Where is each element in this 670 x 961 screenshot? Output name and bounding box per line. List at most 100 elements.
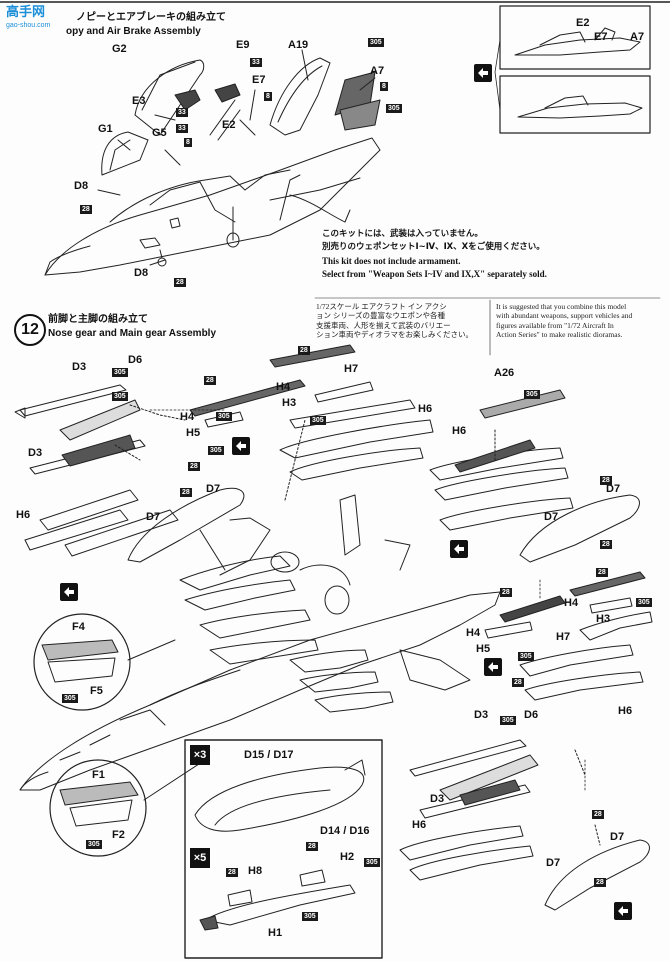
parts-count-badge: 305 xyxy=(386,104,402,113)
part-label: E2 xyxy=(222,119,236,131)
site-logo-sub: gao-shou.com xyxy=(6,22,51,29)
diorama-note-jp-line: ョン シリーズの豊富なウエポンや各種 xyxy=(316,311,445,321)
part-label: D3 xyxy=(430,793,445,805)
part-label: D14 / D16 xyxy=(320,825,370,837)
inset-side-views xyxy=(514,27,643,119)
parts-count-badge: 305 xyxy=(216,412,232,421)
diorama-note-en-line: figures available from "1/72 Aircraft In xyxy=(496,320,614,330)
note-en-2: Select from "Weapon Sets I~IV and IX,X" … xyxy=(322,269,547,279)
parts-count-badge: 8 xyxy=(264,92,272,101)
part-label: H5 xyxy=(186,427,201,439)
part-label: H4 xyxy=(466,627,481,639)
right-lower-weapons-drawing xyxy=(399,739,650,911)
part-label: F5 xyxy=(90,685,103,697)
quantity-x3-badge: ×3 xyxy=(190,745,210,765)
parts-count-badge: 305 xyxy=(310,416,326,425)
part-label: D7 xyxy=(544,511,559,523)
parts-count-badge: 33 xyxy=(176,108,188,117)
parts-count-badge: 28 xyxy=(594,878,606,887)
part-label: A19 xyxy=(288,39,309,51)
part-label: E9 xyxy=(236,39,250,51)
part-label: H4 xyxy=(564,597,579,609)
part-label: H2 xyxy=(340,851,355,863)
part-label: A7 xyxy=(370,65,385,77)
upper-fuselage-drawing xyxy=(44,49,381,276)
quantity-x5-badge: ×5 xyxy=(190,848,210,868)
diorama-note-jp: 1/72スケール エアクラフト イン アクシ ョン シリーズの豊富なウエポンや各… xyxy=(316,302,491,340)
part-label: G2 xyxy=(112,43,127,55)
parts-count-badge: 33 xyxy=(176,124,188,133)
lower-fuselage-drawing xyxy=(19,494,501,791)
step-number-12: 12 xyxy=(14,314,46,346)
parts-count-badge: 28 xyxy=(226,868,238,877)
part-label: H1 xyxy=(268,927,283,939)
part-label: F2 xyxy=(112,829,125,841)
diorama-note-jp-line: 1/72スケール エアクラフト イン アクシ xyxy=(316,302,447,311)
parts-count-badge: 305 xyxy=(500,716,516,725)
diorama-note-jp-line: 支援車両、人形を揃えて武装のバリエー xyxy=(316,320,451,330)
part-label: D15 / D17 xyxy=(244,749,294,761)
left-weapons-drawing xyxy=(14,384,245,571)
part-label: H6 xyxy=(16,509,31,521)
parts-count-badge: 8 xyxy=(184,138,192,147)
part-label: D6 xyxy=(524,709,539,721)
part-label: H4 xyxy=(276,381,291,393)
part-label: H6 xyxy=(418,403,433,415)
parts-count-badge: 305 xyxy=(112,368,128,377)
part-label: D7 xyxy=(606,483,621,495)
tank-and-pylon-drawing xyxy=(194,759,366,931)
parts-count-badge: 28 xyxy=(500,588,512,597)
site-logo: 高手网 xyxy=(6,5,46,20)
part-label: D6 xyxy=(128,354,143,366)
part-label: D8 xyxy=(74,180,89,192)
part-label: H8 xyxy=(248,865,263,877)
parts-count-badge: 8 xyxy=(380,82,388,91)
part-label: E7 xyxy=(594,31,608,43)
part-label: H3 xyxy=(596,613,611,625)
note-jp-1: このキットには、武装は入っていません。 xyxy=(322,229,483,239)
part-label: D3 xyxy=(28,447,43,459)
part-label: G5 xyxy=(152,127,167,139)
parts-count-badge: 28 xyxy=(592,810,604,819)
diorama-note-en-line: It is suggested that you combine this mo… xyxy=(496,302,627,311)
note-en-1: This kit does not include armament. xyxy=(322,256,461,266)
step11-title-jp: ノピーとエアブレーキの組み立て xyxy=(76,12,226,23)
part-label: H5 xyxy=(476,643,491,655)
parts-count-badge: 305 xyxy=(208,446,224,455)
part-label: H7 xyxy=(344,363,359,375)
parts-count-badge: 305 xyxy=(636,598,652,607)
part-label: H7 xyxy=(556,631,571,643)
step11-title-en: opy and Air Brake Assembly xyxy=(66,26,201,37)
parts-count-badge: 305 xyxy=(302,912,318,921)
parts-count-badge: 305 xyxy=(62,694,78,703)
parts-count-badge: 28 xyxy=(306,842,318,851)
right-mid-weapons-drawing xyxy=(484,571,653,701)
parts-count-badge: 305 xyxy=(86,840,102,849)
diorama-note-en-line: with abundant weapons, support vehicles … xyxy=(496,311,633,321)
parts-count-badge: 28 xyxy=(600,476,612,485)
parts-count-badge: 305 xyxy=(112,392,128,401)
diorama-note-en-line: Action Series" to make realistic diorama… xyxy=(496,330,623,340)
parts-count-badge: 305 xyxy=(368,38,384,47)
part-label: H4 xyxy=(180,411,195,423)
parts-count-badge: 28 xyxy=(600,540,612,549)
parts-count-badge: 28 xyxy=(180,488,192,497)
diorama-note-en: It is suggested that you combine this mo… xyxy=(496,302,666,340)
part-label: D7 xyxy=(206,483,221,495)
part-label: D3 xyxy=(72,361,87,373)
step12-title-jp: 前脚と主脚の組み立て xyxy=(48,314,148,325)
parts-count-badge: 305 xyxy=(364,858,380,867)
part-label: A7 xyxy=(630,31,645,43)
part-label: G1 xyxy=(98,123,113,135)
part-label: D8 xyxy=(134,267,149,279)
parts-count-badge: 28 xyxy=(80,205,92,214)
part-label: F1 xyxy=(92,769,105,781)
part-label: H6 xyxy=(452,425,467,437)
part-label: D3 xyxy=(474,709,489,721)
part-label: H3 xyxy=(282,397,297,409)
step12-title-en: Nose gear and Main gear Assembly xyxy=(48,328,217,339)
part-label: A26 xyxy=(494,367,515,379)
parts-count-badge: 305 xyxy=(524,390,540,399)
